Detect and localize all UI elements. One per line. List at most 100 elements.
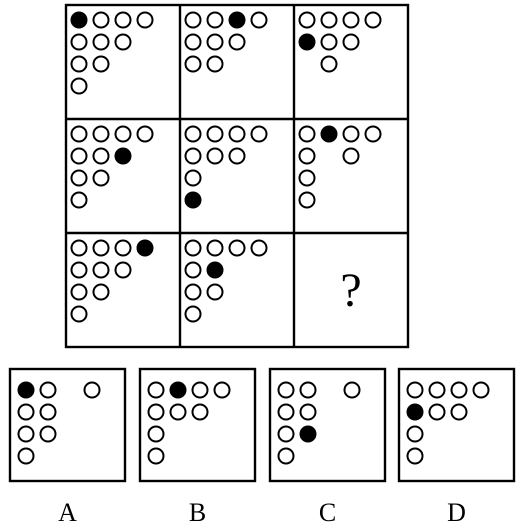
cell-empty-dot [320, 55, 338, 73]
option-empty-dot [450, 403, 468, 421]
option-empty-dot [450, 381, 468, 399]
option-empty-dot [17, 403, 35, 421]
option-empty-dot [147, 403, 165, 421]
option-empty-dot [147, 381, 165, 399]
option-empty-dot [39, 403, 57, 421]
option-label: C [319, 498, 336, 527]
missing-cell-question-mark: ? [340, 264, 361, 317]
puzzle-matrix: ? [64, 3, 410, 349]
option-empty-dot [39, 425, 57, 443]
cell-empty-dot [184, 261, 202, 279]
cell-empty-dot [206, 239, 224, 257]
cell-empty-dot [228, 239, 246, 257]
cell-empty-dot [342, 11, 360, 29]
cell-empty-dot [206, 283, 224, 301]
option-empty-dot [17, 447, 35, 465]
matrix-cell-r3c1 [70, 239, 154, 323]
option-filled-dot [169, 381, 187, 399]
cell-empty-dot [228, 33, 246, 51]
cell-empty-dot [70, 261, 88, 279]
cell-empty-dot [298, 125, 316, 143]
option-empty-dot [299, 381, 317, 399]
cell-filled-dot [184, 191, 202, 209]
cell-empty-dot [70, 305, 88, 323]
matrix-cell-r1c2 [184, 11, 268, 73]
cell-empty-dot [92, 169, 110, 187]
option-c[interactable]: C [268, 367, 387, 527]
cell-empty-dot [92, 11, 110, 29]
matrix-cell-r2c2 [184, 125, 268, 209]
cell-empty-dot [342, 33, 360, 51]
cell-empty-dot [206, 125, 224, 143]
option-d[interactable]: D [397, 367, 516, 527]
option-empty-dot [147, 425, 165, 443]
cell-empty-dot [184, 239, 202, 257]
cell-empty-dot [364, 125, 382, 143]
cell-empty-dot [320, 11, 338, 29]
cell-empty-dot [206, 11, 224, 29]
cell-empty-dot [70, 77, 88, 95]
cell-empty-dot [70, 169, 88, 187]
cell-empty-dot [206, 33, 224, 51]
cell-empty-dot [250, 239, 268, 257]
cell-empty-dot [114, 125, 132, 143]
cell-filled-dot [320, 125, 338, 143]
option-empty-dot [191, 403, 209, 421]
cell-empty-dot [298, 147, 316, 165]
cell-empty-dot [92, 147, 110, 165]
cell-empty-dot [228, 125, 246, 143]
option-empty-dot [169, 403, 187, 421]
cell-filled-dot [228, 11, 246, 29]
option-empty-dot [428, 403, 446, 421]
cell-empty-dot [92, 261, 110, 279]
option-empty-dot [472, 381, 490, 399]
matrix-cell-r1c3 [298, 11, 382, 73]
option-filled-dot [299, 425, 317, 443]
cell-empty-dot [114, 33, 132, 51]
cell-empty-dot [364, 11, 382, 29]
cell-empty-dot [298, 11, 316, 29]
option-label: B [189, 498, 206, 527]
option-empty-dot [277, 403, 295, 421]
option-label: D [447, 498, 466, 527]
option-empty-dot [406, 425, 424, 443]
cell-empty-dot [298, 191, 316, 209]
option-a[interactable]: A [8, 367, 127, 527]
option-empty-dot [147, 447, 165, 465]
option-empty-dot [299, 403, 317, 421]
cell-empty-dot [70, 125, 88, 143]
option-filled-dot [406, 403, 424, 421]
cell-empty-dot [92, 55, 110, 73]
cell-empty-dot [250, 11, 268, 29]
cell-empty-dot [342, 125, 360, 143]
cell-empty-dot [298, 169, 316, 187]
matrix-cell-r2c3 [298, 125, 382, 209]
option-empty-dot [83, 381, 101, 399]
cell-empty-dot [184, 11, 202, 29]
cell-empty-dot [70, 191, 88, 209]
cell-empty-dot [184, 283, 202, 301]
cell-empty-dot [70, 239, 88, 257]
cell-filled-dot [206, 261, 224, 279]
cell-empty-dot [92, 33, 110, 51]
option-b[interactable]: B [138, 367, 257, 527]
cell-empty-dot [136, 125, 154, 143]
cell-empty-dot [92, 283, 110, 301]
cell-empty-dot [184, 147, 202, 165]
cell-empty-dot [184, 125, 202, 143]
option-label: A [58, 498, 77, 527]
option-empty-dot [39, 381, 57, 399]
option-empty-dot [406, 447, 424, 465]
cell-empty-dot [136, 11, 154, 29]
cell-empty-dot [206, 55, 224, 73]
option-empty-dot [213, 381, 231, 399]
option-empty-dot [428, 381, 446, 399]
option-empty-dot [277, 447, 295, 465]
option-filled-dot [17, 381, 35, 399]
cell-empty-dot [206, 147, 224, 165]
cell-empty-dot [70, 55, 88, 73]
cell-empty-dot [184, 169, 202, 187]
matrix-cell-r2c1 [70, 125, 154, 209]
cell-empty-dot [320, 33, 338, 51]
cell-empty-dot [184, 33, 202, 51]
